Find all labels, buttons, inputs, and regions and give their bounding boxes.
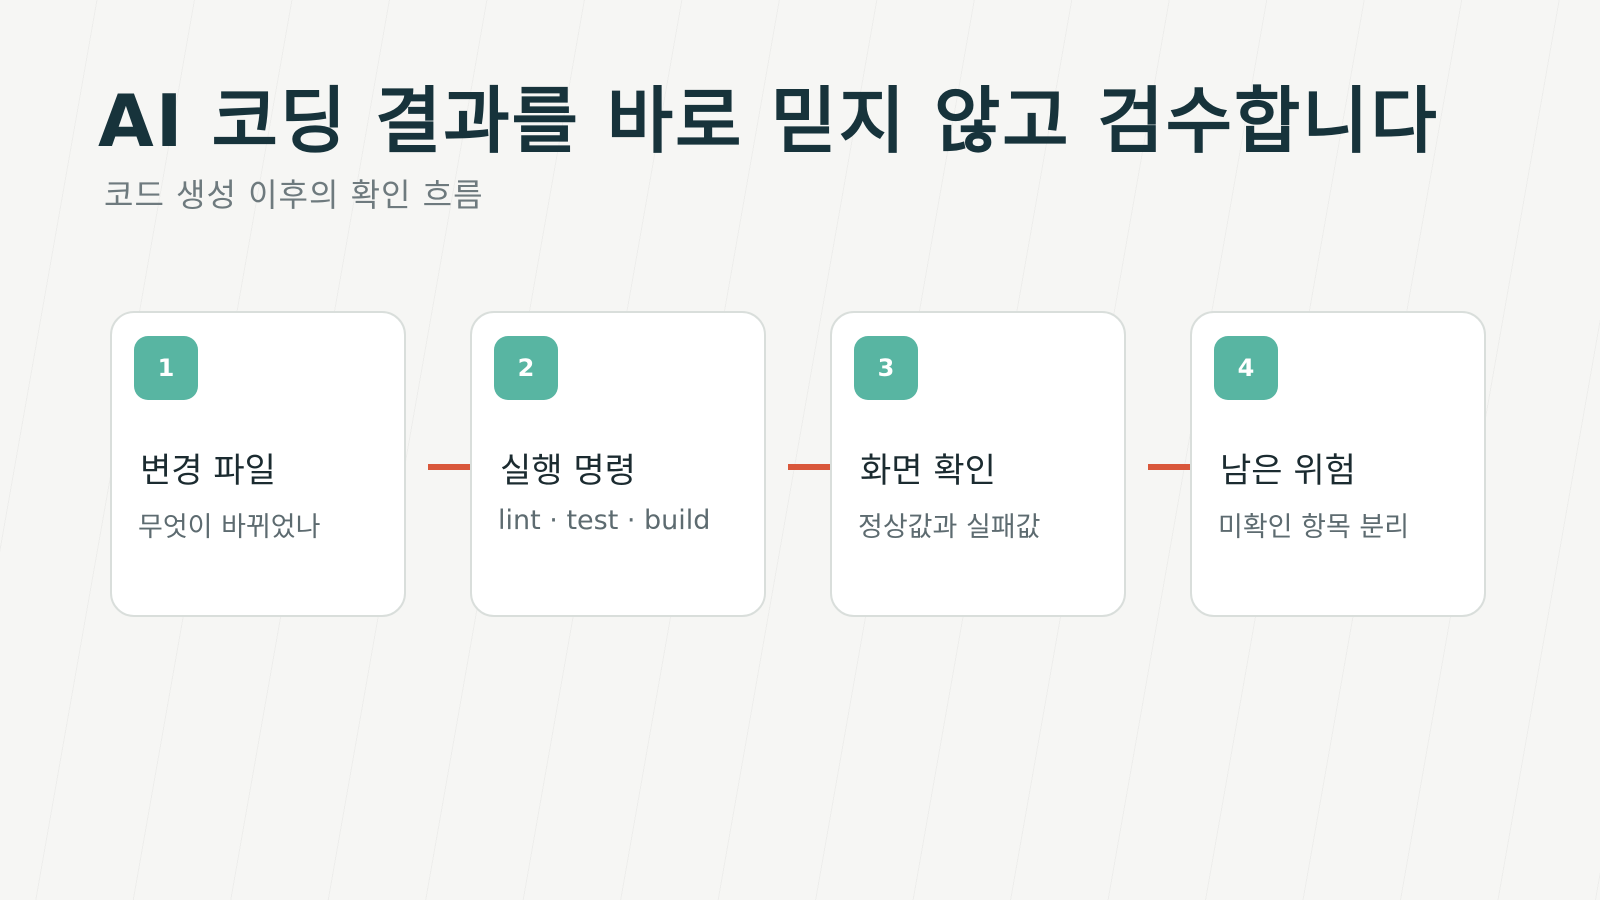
step-title: 화면 확인	[860, 451, 996, 491]
step-number-badge: 3	[854, 336, 918, 400]
slide-title: AI 코딩 결과를 바로 믿지 않고 검수합니다	[98, 79, 1439, 163]
step-title: 남은 위험	[1220, 451, 1356, 491]
step-card-1: 1 변경 파일 무엇이 바뀌었나	[110, 311, 406, 617]
step-card-3: 3 화면 확인 정상값과 실패값	[830, 311, 1126, 617]
step-card-2: 2 실행 명령 lint · test · build	[470, 311, 766, 617]
step-title: 실행 명령	[500, 451, 636, 491]
step-card-4: 4 남은 위험 미확인 항목 분리	[1190, 311, 1486, 617]
slide-subtitle: 코드 생성 이후의 확인 흐름	[104, 176, 484, 214]
step-description: 미확인 항목 분리	[1218, 512, 1410, 543]
step-number-badge: 4	[1214, 336, 1278, 400]
step-number-badge: 1	[134, 336, 198, 400]
step-number-badge: 2	[494, 336, 558, 400]
step-description: lint · test · build	[498, 505, 711, 536]
step-description: 정상값과 실패값	[858, 512, 1041, 543]
step-title: 변경 파일	[140, 451, 276, 491]
step-description: 무엇이 바뀌었나	[138, 512, 321, 543]
